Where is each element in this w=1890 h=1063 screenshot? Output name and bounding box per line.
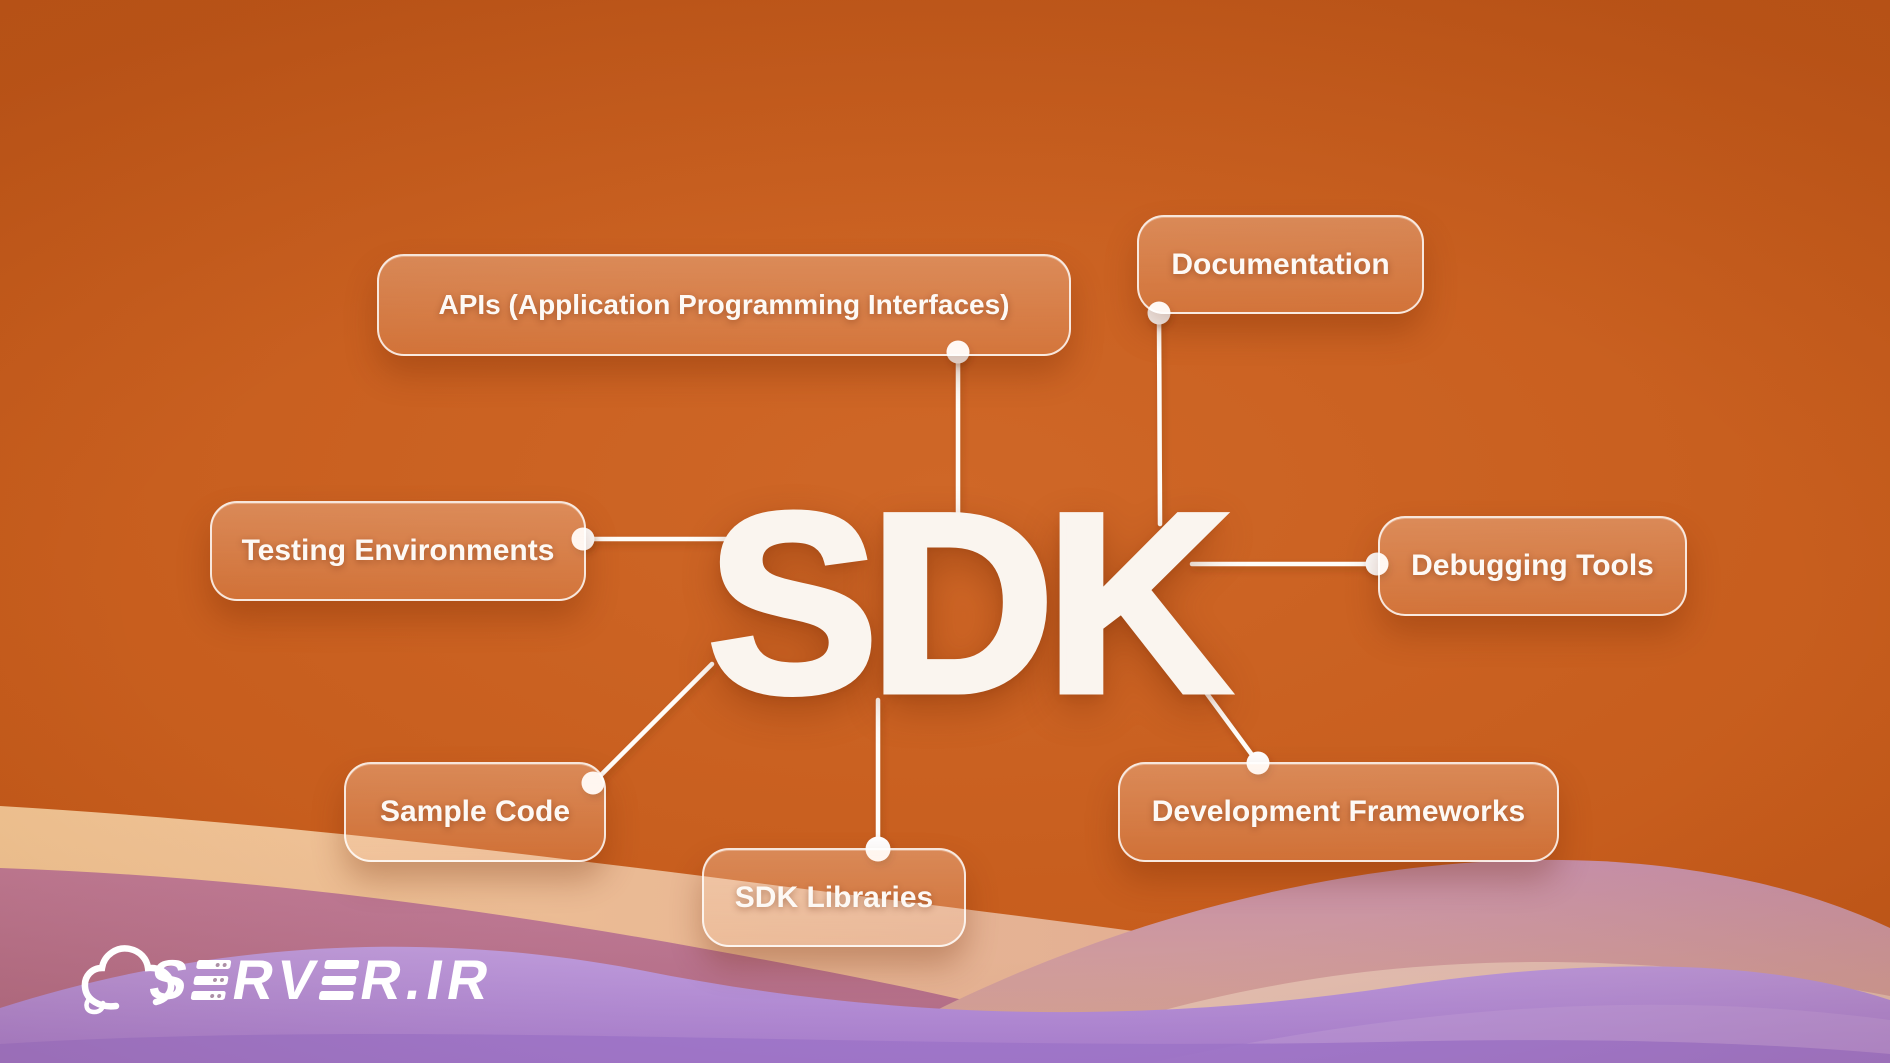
node-label: APIs (Application Programming Interfaces… — [438, 289, 1010, 320]
brand-part: R.IR — [355, 948, 499, 1011]
connector-dot-testing-environments — [571, 527, 595, 551]
center-title-text: SDK — [704, 461, 1233, 746]
brand-logo: S RV R.IR — [76, 942, 499, 1018]
node-label: Development Frameworks — [1151, 795, 1526, 828]
connector-line-sample-code — [590, 661, 715, 786]
node-sdk-libraries: SDK Libraries — [702, 848, 966, 947]
connector-dot-apis — [946, 340, 970, 364]
brand-wordmark: S RV R.IR — [144, 948, 499, 1011]
center-title-sdk: SDK — [575, 461, 1355, 746]
node-label: Testing Environments — [241, 534, 555, 567]
stylized-e-icon — [318, 960, 360, 1000]
connector-line-development-frameworks — [1185, 665, 1261, 766]
node-sample-code: Sample Code — [344, 762, 606, 862]
cloud-icon — [81, 945, 175, 1015]
server-rack-icon — [190, 960, 232, 1000]
connector-dot-debugging-tools — [1365, 552, 1389, 576]
brand-part: S — [144, 948, 199, 1011]
wave-purple-front — [0, 1033, 1890, 1063]
node-debugging-tools: Debugging Tools — [1378, 516, 1687, 616]
brand-part: RV — [227, 948, 326, 1011]
node-label: Debugging Tools — [1411, 549, 1654, 582]
node-testing-environments: Testing Environments — [210, 501, 586, 601]
node-label: SDK Libraries — [734, 880, 934, 914]
node-documentation: Documentation — [1137, 215, 1424, 314]
node-development-frameworks: Development Frameworks — [1118, 762, 1559, 862]
connector-line-documentation — [1156, 310, 1163, 527]
node-label: Sample Code — [379, 795, 571, 828]
node-apis: APIs (Application Programming Interfaces… — [377, 254, 1071, 356]
node-label: Documentation — [1171, 247, 1390, 281]
